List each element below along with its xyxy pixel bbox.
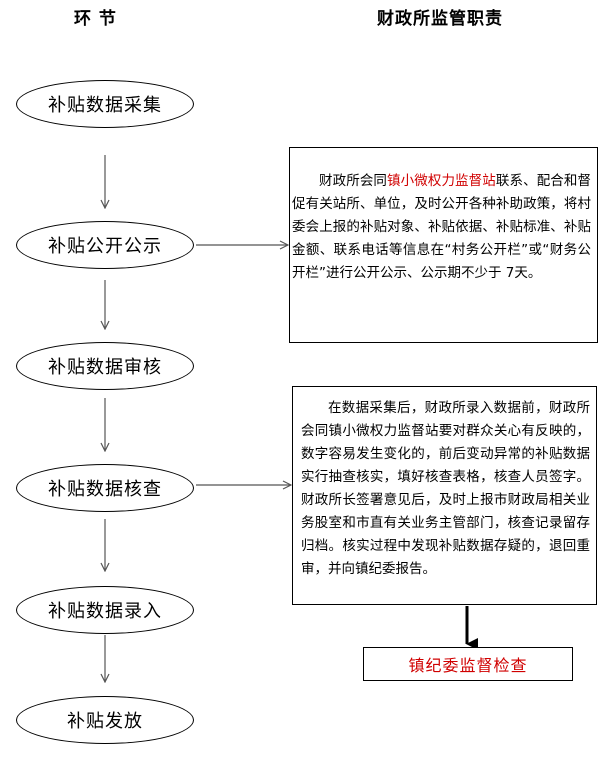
header-stage: 环 节 <box>74 9 117 29</box>
duty-suffix: 联系、配合和督促有关站所、单位，及时公开各种补助政策，将村委会上报的补贴对象、补… <box>292 173 592 281</box>
supervision-station-highlight: 镇小微权力监督站 <box>387 173 496 189</box>
step-data-entry: 补贴数据录入 <box>16 586 194 634</box>
duty-prefix: 财政所会同 <box>319 173 388 189</box>
duty-text-public-notice: 财政所会同镇小微权力监督站联系、配合和督促有关站所、单位，及时公开各种补助政策，… <box>292 170 591 285</box>
step-data-verification: 补贴数据核查 <box>16 464 194 512</box>
header-duties: 财政所监管职责 <box>377 9 503 29</box>
step-data-review: 补贴数据审核 <box>16 342 194 390</box>
step-public-notice: 补贴公开公示 <box>16 221 194 269</box>
duty-box-public-notice: 财政所会同镇小微权力监督站联系、配合和督促有关站所、单位，及时公开各种补助政策，… <box>289 147 598 343</box>
step-payout: 补贴发放 <box>16 696 194 744</box>
duty-text-verification: 在数据采集后，财政所录入数据前，财政所会同镇小微权力监督站要对群众关心有反映的，… <box>301 400 590 577</box>
step-data-collection: 补贴数据采集 <box>16 80 194 128</box>
duty-box-verification: 在数据采集后，财政所录入数据前，财政所会同镇小微权力监督站要对群众关心有反映的，… <box>292 386 597 605</box>
discipline-inspection-box: 镇纪委监督检查 <box>363 647 573 681</box>
